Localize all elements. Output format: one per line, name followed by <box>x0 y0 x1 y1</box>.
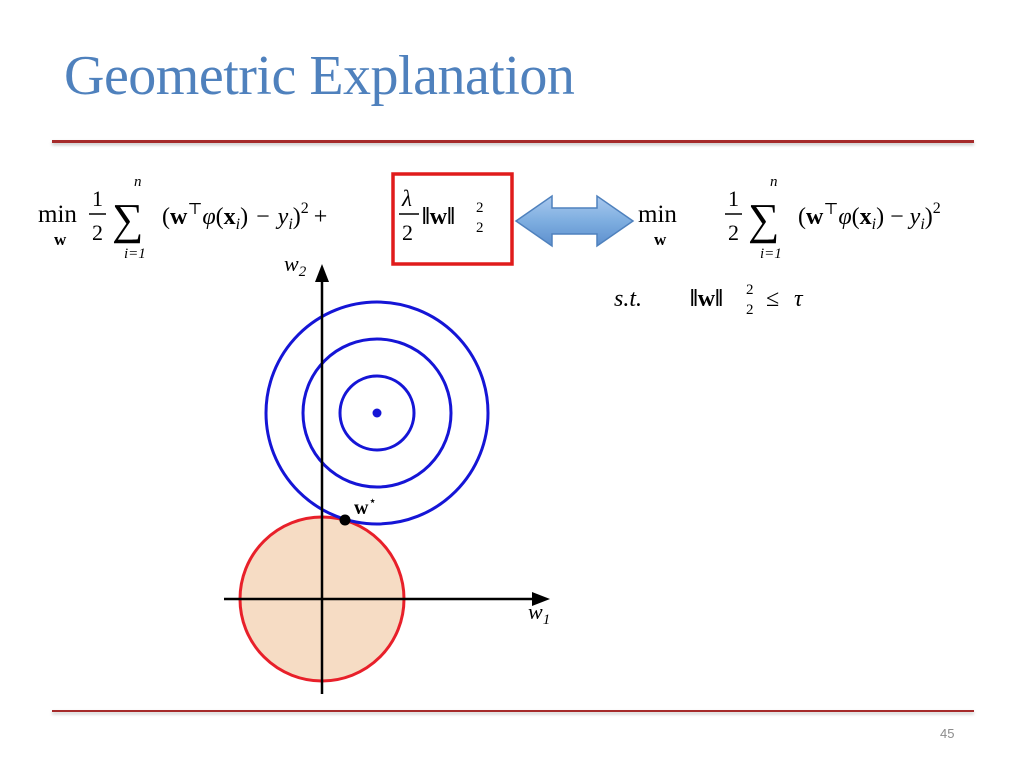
min-operator: min <box>38 201 77 228</box>
w2-axis-arrowhead-icon <box>315 264 329 282</box>
subject-to-label: s.t. <box>614 286 642 312</box>
half-denominator: 2 <box>728 220 739 245</box>
equivalence-double-arrow-icon <box>514 194 635 248</box>
norm-subscript: 2 <box>476 220 484 236</box>
constraint-norm-subscript: 2 <box>746 302 754 318</box>
constrained-objective-formula: min w 1 2 n ∑ i=1 (w⊤φ(xi)−yi)2 s.t. ‖w‖… <box>614 174 941 318</box>
min-subscript: w <box>54 230 67 249</box>
min-subscript: w <box>654 230 667 249</box>
loss-term: (w⊤φ(xi)−yi)2+ <box>162 200 327 233</box>
constraint-norm-superscript: 2 <box>746 282 754 298</box>
w1-axis-arrowhead-icon <box>532 592 550 606</box>
half-denominator: 2 <box>92 220 103 245</box>
top-divider <box>52 140 974 143</box>
sum-lower-limit: i=1 <box>124 246 146 262</box>
slide-title: Geometric Explanation <box>64 45 575 107</box>
bottom-divider <box>52 710 974 712</box>
optimum-point <box>339 514 351 526</box>
sum-upper-limit: n <box>770 174 778 190</box>
min-operator: min <box>638 201 677 228</box>
loss-contour-middle <box>301 337 453 489</box>
unconstrained-minimum-point <box>372 408 382 418</box>
tau-symbol: τ <box>794 286 804 312</box>
loss-term: (w⊤φ(xi)−yi)2 <box>798 200 941 233</box>
w2-axis-label: w2 <box>284 251 307 280</box>
sum-symbol: ∑ <box>112 195 143 244</box>
lambda-numerator: λ <box>401 186 412 211</box>
half-numerator: 1 <box>92 186 103 211</box>
geometric-diagram: w1 w2 w⋆ <box>224 251 550 694</box>
optimum-label: w⋆ <box>354 493 377 519</box>
norm-term: ‖w‖ <box>422 204 455 230</box>
constraint-norm: ‖w‖ <box>690 286 723 312</box>
loss-contour-inner <box>338 374 416 452</box>
regularized-objective-formula: min w 1 2 n ∑ i=1 (w⊤φ(xi)−yi)2+ λ 2 ‖w‖… <box>38 172 514 266</box>
loss-contour-outer <box>264 300 490 526</box>
slide-number: 45 <box>940 726 955 741</box>
sum-symbol: ∑ <box>748 195 779 244</box>
w1-axis-label: w1 <box>528 599 550 628</box>
sum-upper-limit: n <box>134 174 142 190</box>
regularizer-highlight-box <box>391 172 514 266</box>
leq-symbol: ≤ <box>766 286 779 312</box>
norm-superscript: 2 <box>476 200 484 216</box>
lambda-denominator: 2 <box>402 220 413 245</box>
half-numerator: 1 <box>728 186 739 211</box>
sum-lower-limit: i=1 <box>760 246 782 262</box>
